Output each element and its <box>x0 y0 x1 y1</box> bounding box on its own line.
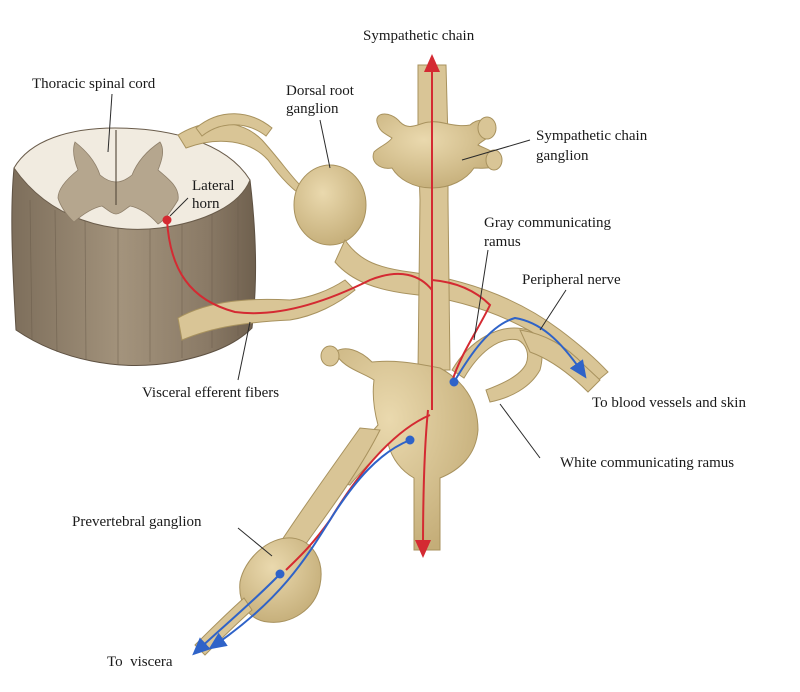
label-lateral-horn-line2: horn <box>192 196 220 212</box>
postganglionic-fibers <box>192 316 587 656</box>
leader-gray-ramus <box>473 249 489 341</box>
leader-lines <box>107 93 567 557</box>
label-lateral-horn-line1: Lateral <box>192 178 234 194</box>
leader-chain-ganglion <box>461 139 531 161</box>
leader-dorsal-root-ganglion <box>319 119 331 169</box>
leader-thoracic-cord <box>107 93 113 153</box>
preganglionic-path-main <box>166 219 433 410</box>
label-white-ramus: White communicating ramus <box>560 455 734 471</box>
ventral-root <box>177 279 356 341</box>
chain-ganglion-stub-top <box>477 116 497 140</box>
label-dorsal-root-line2: ganglion <box>286 101 339 117</box>
dorsal-root-ganglion <box>293 164 367 246</box>
lower-chain-ganglion <box>329 348 479 551</box>
label-chain-ganglion-line2: ganglion <box>536 148 589 164</box>
leader-visceral-efferent <box>237 321 251 381</box>
label-to-viscera: To viscera <box>107 654 173 670</box>
label-thoracic-spinal-cord: Thoracic spinal cord <box>32 76 156 92</box>
label-gray-ramus-line1: Gray communicating <box>484 215 612 231</box>
gray-ramus-loop <box>451 327 543 403</box>
leader-lateral-horn <box>169 197 189 217</box>
label-prevertebral-ganglion: Prevertebral ganglion <box>72 514 202 530</box>
spinal-nerve-roots <box>177 113 609 383</box>
label-dorsal-root-line1: Dorsal root <box>286 83 355 99</box>
labels: Sympathetic chain Thoracic spinal cord D… <box>32 28 746 670</box>
leader-white-ramus <box>499 403 541 459</box>
chain-trunk-upper <box>417 64 451 371</box>
label-gray-ramus-line2: ramus <box>484 234 521 250</box>
lower-ganglion-stub <box>320 345 340 367</box>
chain-ganglion-stub-right <box>485 149 503 171</box>
label-sympathetic-chain: Sympathetic chain <box>363 28 475 44</box>
preganglionic-to-gray-ramus <box>431 279 492 383</box>
leader-prevertebral <box>237 527 273 557</box>
label-visceral-efferent: Visceral efferent fibers <box>142 385 279 401</box>
preganglionic-descending <box>415 409 432 558</box>
leader-peripheral-nerve <box>539 289 567 331</box>
postganglionic-to-viscera-upper <box>208 439 411 650</box>
prevertebral-ganglion-shape <box>239 537 322 623</box>
postganglionic-to-viscera-lower <box>192 573 281 656</box>
dorsal-root-upper-fibers <box>195 113 273 137</box>
postganglionic-to-skin <box>453 316 587 383</box>
label-peripheral-nerve: Peripheral nerve <box>522 272 621 288</box>
spinal-cord-gray-matter <box>57 141 179 225</box>
label-to-blood-vessels: To blood vessels and skin <box>592 395 746 411</box>
spinal-cord-segment <box>11 127 257 366</box>
label-chain-ganglion-line1: Sympathetic chain <box>536 128 648 144</box>
